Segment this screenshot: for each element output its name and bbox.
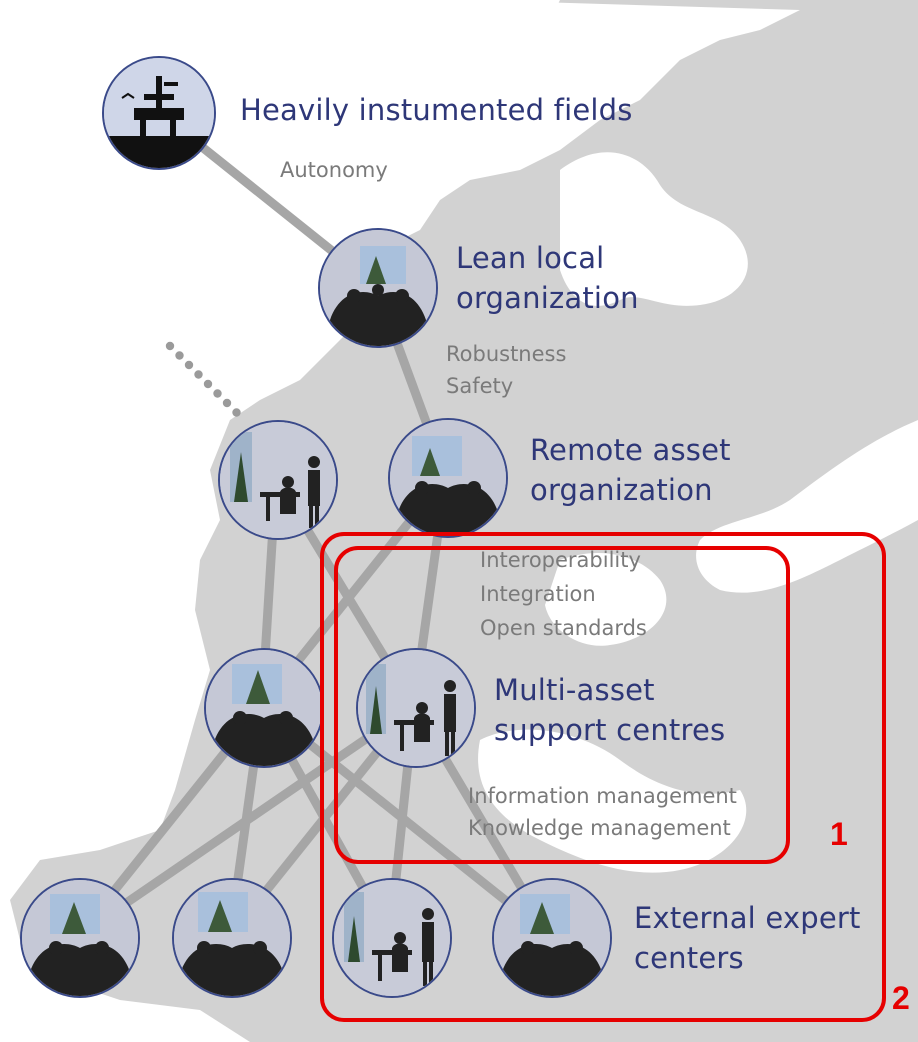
node-lean-local-organization — [318, 228, 438, 348]
control-room-icon — [334, 880, 450, 996]
node-heavily-instrumented-field — [102, 56, 216, 170]
offshore-platform-icon — [104, 58, 214, 168]
label-remote-organization: organization — [530, 473, 713, 507]
label-information-management: Information management — [468, 784, 737, 808]
label-heavily-instrumented-fields: Heavily instumented fields — [240, 93, 633, 127]
network-link — [73, 701, 419, 941]
label-autonomy: Autonomy — [280, 158, 388, 182]
highlight-box-2 — [320, 532, 886, 1022]
meeting-room-icon — [320, 230, 436, 346]
connection-dot — [184, 360, 194, 370]
meeting-room-icon — [494, 880, 610, 996]
node-external-expert-3 — [332, 878, 452, 998]
connection-dot — [175, 351, 184, 360]
label-external-centers: centers — [634, 941, 744, 975]
meeting-room-icon — [206, 650, 322, 766]
label-interoperability: Interoperability — [480, 548, 641, 572]
connection-dot — [203, 379, 213, 389]
connection-dot — [194, 370, 203, 379]
node-multi-asset-support-centre — [356, 648, 476, 768]
label-lean-local: Lean local — [456, 241, 605, 275]
node-multi-asset-left — [204, 648, 324, 768]
island-east — [862, 245, 918, 332]
control-room-icon — [358, 650, 474, 766]
sea-inlet-north — [560, 152, 748, 306]
annotation-number-1: 1 — [830, 816, 848, 852]
connection-dot — [213, 389, 222, 398]
meeting-room-icon — [174, 880, 290, 996]
node-external-expert-2 — [172, 878, 292, 998]
annotation-number-2: 2 — [892, 980, 910, 1016]
connection-dot — [232, 408, 241, 417]
connection-dot — [222, 398, 232, 408]
node-remote-asset-organization — [388, 418, 508, 538]
label-remote-asset: Remote asset — [530, 433, 731, 467]
dotted-connection — [165, 341, 241, 417]
label-support-centres: support centres — [494, 713, 726, 747]
label-safety: Safety — [446, 374, 514, 398]
node-remote-asset-left — [218, 420, 338, 540]
sea-bay — [545, 552, 667, 646]
node-external-expert-4 — [492, 878, 612, 998]
node-external-expert-1 — [20, 878, 140, 998]
meeting-room-icon — [390, 420, 506, 536]
label-external-expert: External expert — [634, 901, 861, 935]
sea-baltic — [478, 729, 747, 873]
label-lean-organization: organization — [456, 281, 639, 315]
meeting-room-icon — [22, 880, 138, 996]
label-robustness: Robustness — [446, 342, 567, 366]
highlight-box-1 — [334, 546, 790, 864]
sea-top-left — [430, 0, 560, 160]
connection-dot — [165, 341, 175, 351]
label-knowledge-management: Knowledge management — [468, 816, 731, 840]
label-multi-asset: Multi-asset — [494, 673, 655, 707]
label-open-standards: Open standards — [480, 616, 647, 640]
label-integration: Integration — [480, 582, 596, 606]
control-room-icon — [220, 422, 336, 538]
